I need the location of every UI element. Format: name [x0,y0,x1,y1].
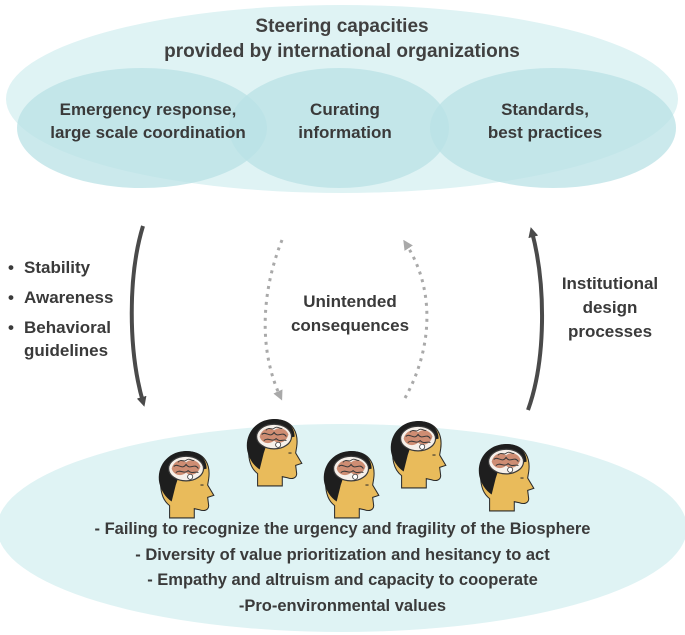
dashed-arrow-up [403,239,429,399]
right-label-line1: Institutional [561,274,659,293]
capacity-emergency-line2: large scale coordination [50,123,246,142]
left-arrow-down [129,225,147,407]
unintended-consequences-label: Unintended consequences [270,290,430,338]
bullet-text: Behavioral guidelines [24,318,111,360]
bullet-dot: • [8,288,14,307]
left-arrow-bullets: • Stability • Awareness • Behavioral gui… [8,256,158,369]
capacity-curating-line2: information [298,123,392,142]
individual-factors-list: - Failing to recognize the urgency and f… [40,517,645,619]
capacity-emergency: Emergency response, large scale coordina… [38,98,258,144]
capacity-standards-line2: best practices [487,123,603,142]
middle-label-line1: Unintended [303,292,397,311]
bullet-text: Awareness [24,288,114,307]
top-title: Steering capacities provided by internat… [92,14,592,64]
right-label-line2: design [582,298,638,317]
factor-item: - Empathy and altruism and capacity to c… [147,571,538,589]
capacity-curating: Curating information [250,98,440,144]
middle-label-line2: consequences [290,316,410,335]
bullet-item: • Stability [8,256,158,279]
bullet-dot: • [8,258,14,277]
bullet-text: Stability [24,258,91,277]
top-title-line1: Steering capacities [255,16,429,37]
right-arrow-up [526,227,544,411]
capacity-ellipse-standards [430,68,676,188]
factor-item: -Pro-environmental values [238,596,447,615]
capacity-emergency-line1: Emergency response, [59,100,237,119]
bullet-item: • Awareness [8,286,158,309]
bullet-item: • Behavioral guidelines [8,316,158,362]
right-label-line3: processes [567,322,653,341]
capacity-standards: Standards, best practices [450,98,640,144]
capacity-standards-line1: Standards, [501,100,589,119]
capacity-curating-line1: Curating [310,100,380,119]
institutional-design-label: Institutional design processes [545,272,675,344]
factor-item: - Diversity of value prioritization and … [135,545,550,564]
factor-item: - Failing to recognize the urgency and f… [94,520,591,538]
bullet-dot: • [8,318,14,337]
capacity-ellipse-curating [229,68,449,188]
capacity-ellipse-emergency [17,68,267,188]
dashed-arrow-down [263,239,284,401]
top-title-line2: provided by international organizations [164,41,520,62]
